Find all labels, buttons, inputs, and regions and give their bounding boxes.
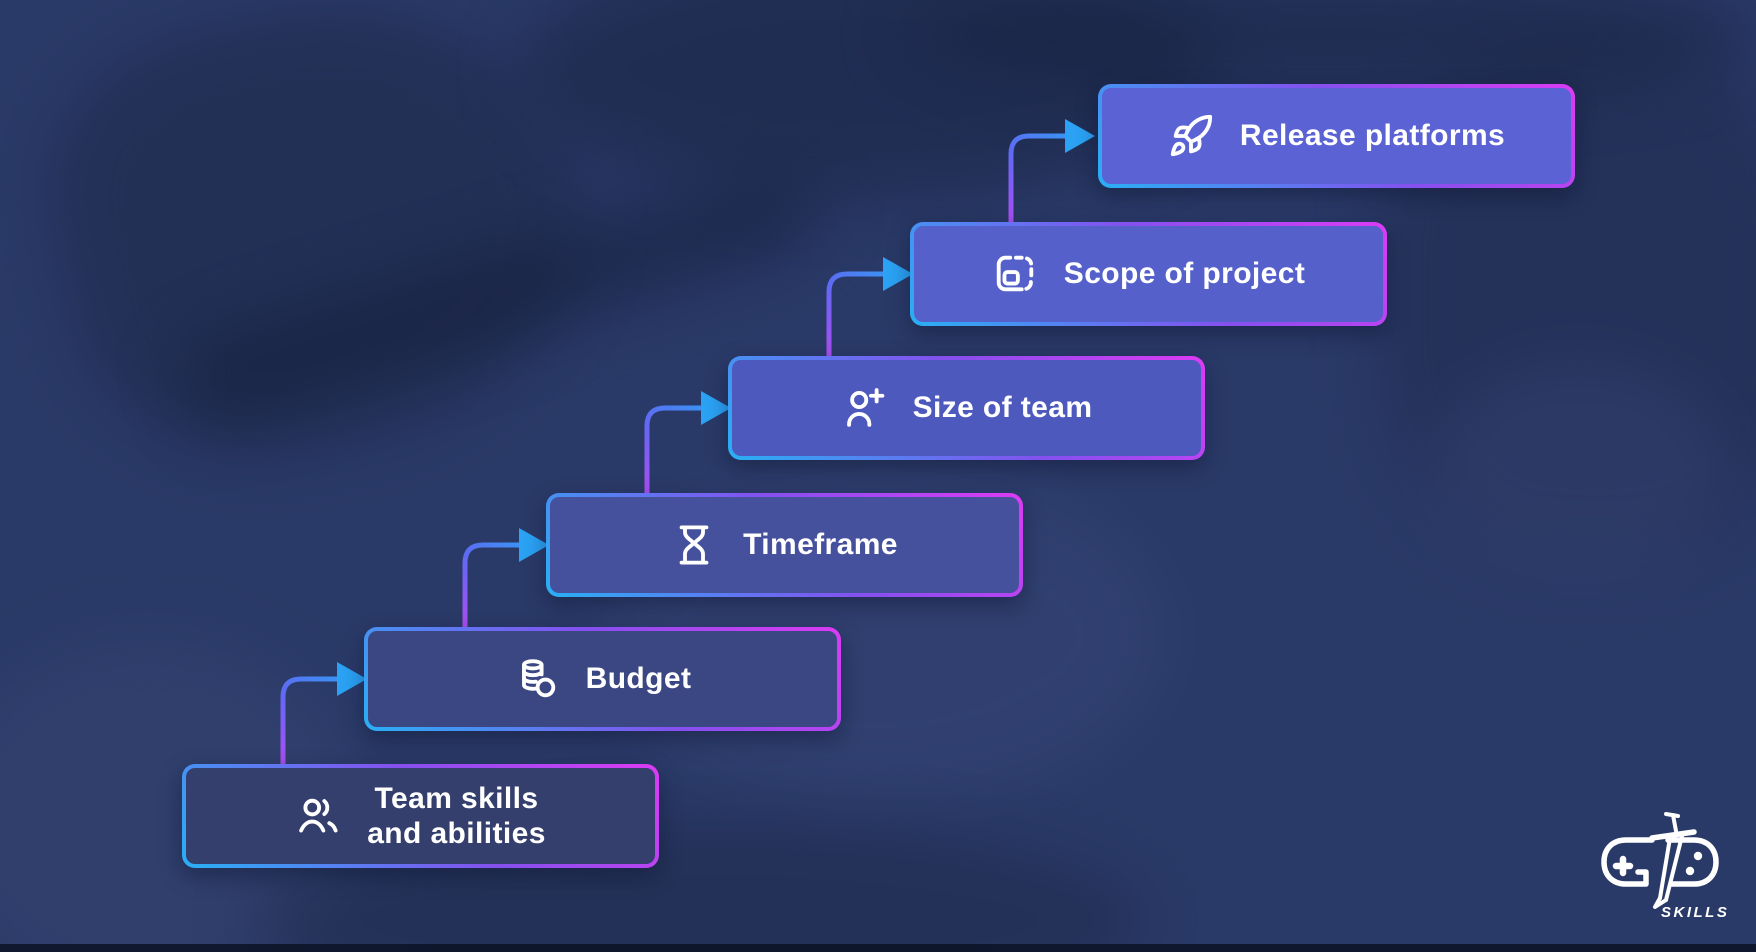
step-team-skills: Team skills and abilities xyxy=(182,764,659,868)
step-label: Timeframe xyxy=(743,528,898,561)
step-timeframe: Timeframe xyxy=(546,493,1023,597)
hourglass-icon xyxy=(671,522,717,568)
arrowhead-icon xyxy=(883,257,913,291)
step-label: Budget xyxy=(585,662,692,695)
connector-4 xyxy=(826,257,913,359)
background-artwork xyxy=(1430,360,1730,580)
step-scope-of-project: Scope of project xyxy=(910,222,1387,326)
logo-text: SKILLS xyxy=(1661,904,1729,920)
user-plus-icon xyxy=(841,385,887,431)
step-label: Scope of project xyxy=(1063,257,1306,290)
arrowhead-icon xyxy=(337,662,367,696)
gd-skills-logo: SKILLS xyxy=(1601,812,1729,920)
sword-icon xyxy=(1649,812,1697,909)
rocket-icon xyxy=(1168,113,1214,159)
step-budget: Budget xyxy=(364,627,841,731)
background-artwork xyxy=(900,0,1756,100)
step-size-of-team: Size of team xyxy=(728,356,1205,460)
crop-frame-icon xyxy=(992,251,1038,297)
step-label: Size of team xyxy=(912,391,1093,424)
arrowhead-icon xyxy=(701,391,731,425)
step-label: Team skills and abilities xyxy=(367,782,546,850)
gamepad-icon xyxy=(1601,837,1719,887)
connector-2 xyxy=(462,528,549,630)
team-users-icon xyxy=(295,793,341,839)
step-release-platforms: Release platforms xyxy=(1098,84,1575,188)
arrowhead-icon xyxy=(519,528,549,562)
connector-3 xyxy=(644,391,731,496)
coins-database-icon xyxy=(514,656,560,702)
background-artwork xyxy=(0,944,1756,952)
step-label: Release platforms xyxy=(1239,119,1506,152)
